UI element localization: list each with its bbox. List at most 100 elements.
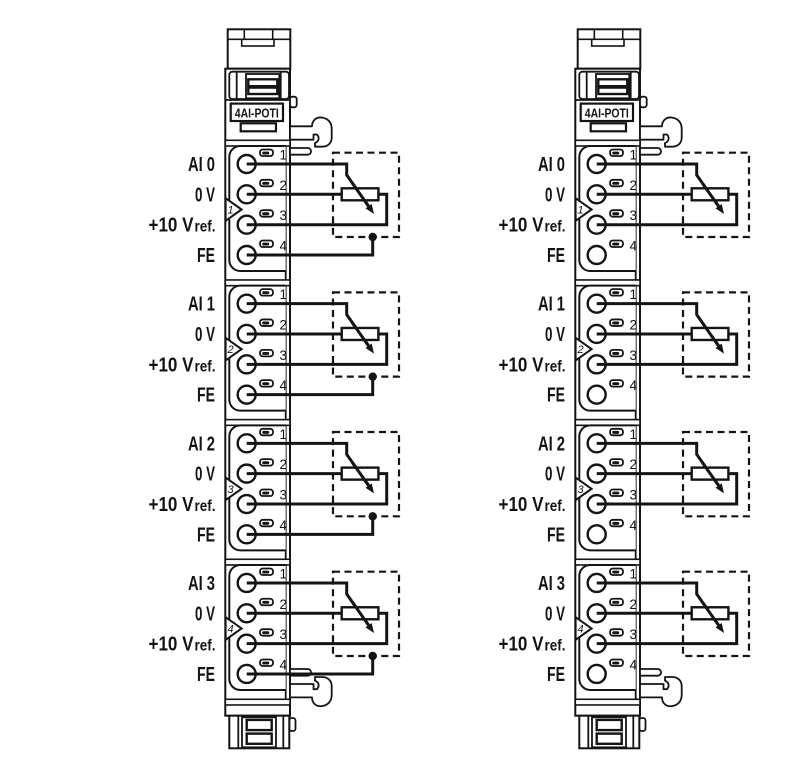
module-top-cap <box>226 28 292 70</box>
led-bar <box>262 212 270 216</box>
channel-label: 0 V <box>195 324 215 346</box>
led-bar <box>262 521 270 525</box>
wiper-arrowhead <box>715 343 724 354</box>
led-bar <box>262 600 270 604</box>
channel-label: AI 1 <box>188 294 215 316</box>
led-bar <box>612 382 620 386</box>
led-bar <box>262 181 270 185</box>
channel-label: 0 V <box>545 464 565 486</box>
group-marker-triangle <box>574 335 594 363</box>
led-bar <box>612 321 620 325</box>
wiper-arrowhead <box>365 343 374 354</box>
channel-label: FE <box>547 385 565 407</box>
led-bar <box>612 351 620 355</box>
connector-slot <box>595 718 623 732</box>
terminal-number: 3 <box>280 348 288 363</box>
channel-label: FE <box>197 524 215 546</box>
terminal-number: 2 <box>630 597 638 612</box>
terminal-number: 3 <box>630 208 638 223</box>
group-marker-triangle <box>574 475 594 503</box>
terminal-number: 1 <box>280 427 288 442</box>
group-marker-number: 3 <box>578 484 585 496</box>
terminal-number: 4 <box>630 378 638 393</box>
wire-10vref <box>246 472 389 506</box>
group-marker-number: 2 <box>227 344 234 356</box>
group-marker-triangle <box>574 615 594 642</box>
led-bar <box>262 570 270 574</box>
led-bar <box>612 151 620 155</box>
wiper-arrowhead <box>715 622 724 633</box>
channel-label: 0 V <box>195 603 215 625</box>
channel-label-ref: ref. <box>195 219 216 236</box>
wire-10vref <box>596 611 739 646</box>
terminal-number: 2 <box>280 457 288 472</box>
terminal-number: 2 <box>280 597 288 612</box>
channel-label: AI 3 <box>538 573 565 595</box>
wiper-arrow-shaft <box>701 182 720 208</box>
led-bar <box>612 181 620 185</box>
channel-label: AI 1 <box>538 294 565 316</box>
cap-release-tab <box>240 38 275 47</box>
wiper-arrowhead <box>715 204 724 214</box>
latch-slot <box>247 78 279 88</box>
wiper-arrow-shaft <box>351 182 370 208</box>
connector-slot <box>245 732 273 745</box>
led-bar <box>262 291 270 295</box>
module-label-box <box>229 102 285 123</box>
connector-slot <box>595 732 623 745</box>
channel-label: 0 V <box>545 184 565 206</box>
label-slot <box>589 122 628 133</box>
terminal-circle-4 <box>586 663 607 685</box>
wire-fe <box>246 655 375 676</box>
terminal-number: 4 <box>280 378 288 393</box>
terminal-number: 1 <box>630 427 638 442</box>
led-bar <box>612 661 620 665</box>
group-marker-number: 4 <box>228 623 234 635</box>
led-bar <box>262 151 270 155</box>
terminal-number: 3 <box>280 208 288 223</box>
terminal-number: 2 <box>280 178 288 193</box>
latch-lever <box>595 73 631 100</box>
wire-10vref <box>246 611 389 646</box>
channel-label: AI 3 <box>188 573 215 595</box>
terminal-number: 3 <box>630 488 638 503</box>
terminal-circle-4 <box>586 384 607 405</box>
wire-fe <box>246 376 375 397</box>
group-marker-number: 1 <box>228 205 234 217</box>
terminal-number: 2 <box>630 178 638 193</box>
module-label: 4AI-POTI <box>235 105 279 120</box>
channel-label: AI 2 <box>538 433 565 455</box>
channel-label-ref: ref. <box>545 219 566 236</box>
fe-shield-dot <box>368 651 377 661</box>
channel-label-ref: ref. <box>545 498 566 515</box>
terminal-number: 3 <box>630 348 638 363</box>
group-marker-triangle <box>224 335 244 363</box>
wiper-arrow-shaft <box>351 322 370 347</box>
terminal-number: 3 <box>280 488 288 503</box>
channel-label-ref: ref. <box>545 358 566 375</box>
channel-label: FE <box>197 385 215 407</box>
channel-label-ref: ref. <box>195 498 216 515</box>
led-bar <box>612 600 620 604</box>
terminal-number: 1 <box>630 287 638 302</box>
terminal-number: 3 <box>630 627 638 642</box>
led-bar <box>612 461 620 465</box>
channel-label-ref: ref. <box>545 638 566 655</box>
pod-divider-band <box>224 698 291 706</box>
channel-label: AI 2 <box>188 433 215 455</box>
wiper-arrow-shaft <box>351 461 370 487</box>
channel-label: FE <box>197 245 215 267</box>
led-bar <box>262 321 270 325</box>
channel-label: FE <box>547 524 565 546</box>
channel-label: 0 V <box>195 184 215 206</box>
fe-shield-dot <box>368 232 377 242</box>
wiper-arrowhead <box>365 622 374 633</box>
wiper-arrow-shaft <box>351 601 370 627</box>
channel-label: AI 0 <box>538 154 565 176</box>
